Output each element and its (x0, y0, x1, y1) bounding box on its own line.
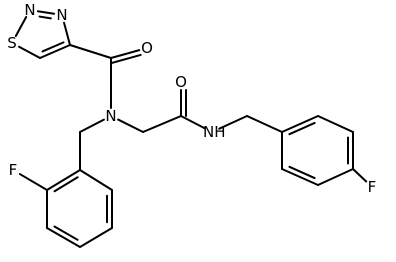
atom-label-n3: N (56, 6, 67, 24)
bond-c14-c15-inner (288, 121, 316, 136)
bond-c25-c26-inner (53, 225, 79, 241)
bond-c6-o7-second (111, 53, 142, 64)
bond-c10-n12 (180, 115, 206, 130)
bond-c28-c22 (79, 169, 113, 191)
atom-label-s1: S (7, 34, 17, 52)
atom-label-n8: N (105, 107, 116, 125)
bond-layer (14, 10, 368, 248)
atom-label-o7: O (141, 39, 153, 57)
atom-label-o11: O (175, 73, 187, 91)
bond-c14-c15 (281, 115, 319, 133)
bond-c17-f18 (352, 168, 368, 183)
bond-c25-c26 (46, 227, 81, 248)
bond-c19-c20-inner (288, 165, 316, 180)
atom-label-f18: F (368, 178, 377, 196)
bond-c26-c27 (79, 227, 113, 248)
atom-label-n12: NH (203, 123, 226, 141)
bond-c17-c19 (317, 168, 354, 186)
bond-n8-c21 (79, 118, 105, 133)
bond-c4-c5 (39, 44, 71, 59)
bond-c22-c24 (46, 169, 81, 191)
bond-c22-c24-inner (53, 176, 79, 193)
bond-s1-n2 (14, 16, 28, 37)
bond-c19-c20 (281, 168, 319, 186)
bond-n3-c4 (63, 21, 71, 46)
atom-label-f23: F (9, 161, 18, 179)
bond-c4-c6 (69, 44, 112, 59)
atom-label-n2: N (24, 1, 35, 19)
bond-n2-n3-inner (38, 15, 52, 20)
bond-c24-f23 (18, 173, 48, 191)
bond-n2-n3 (36, 10, 56, 15)
bond-c9-c10 (142, 115, 182, 133)
bond-c6-o7 (110, 49, 141, 59)
bond-c4-c5-inner (41, 41, 65, 53)
bond-c5-s1 (18, 45, 41, 59)
bond-c13-c14 (246, 115, 283, 133)
bond-n8-c9 (117, 118, 144, 133)
bond-c15-c16 (317, 115, 354, 133)
bond-n12-c13 (218, 115, 248, 130)
